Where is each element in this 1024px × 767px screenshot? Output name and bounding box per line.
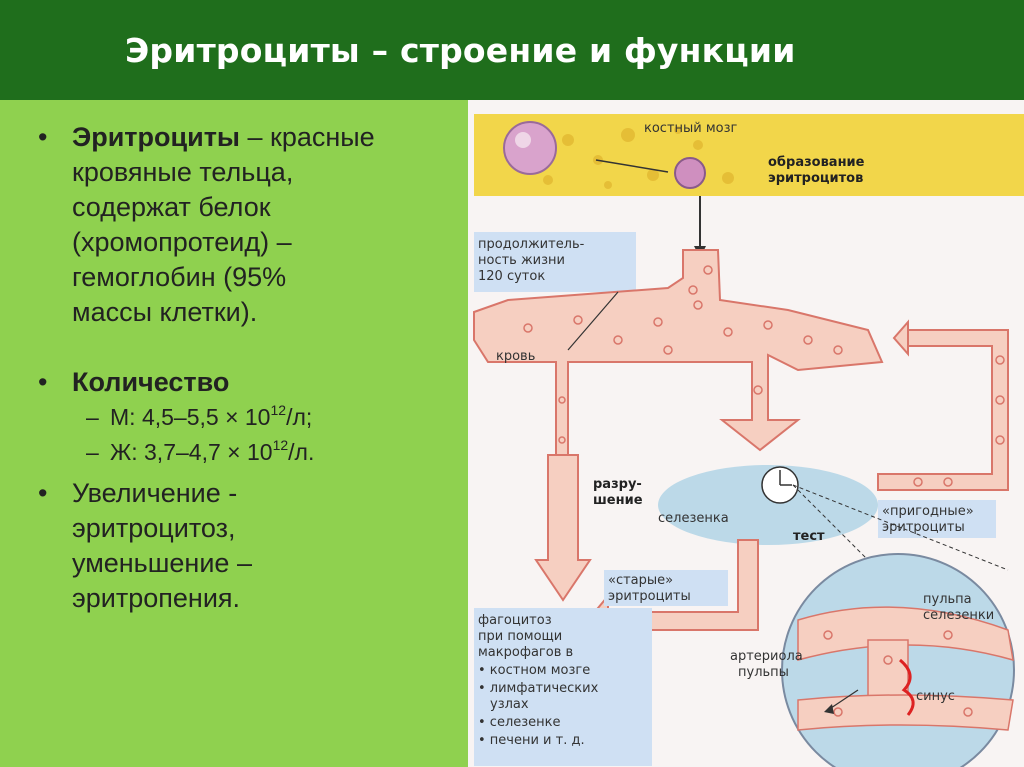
label-formation-2: эритроцитов — [768, 171, 863, 186]
label-pulp-2: селезенки — [923, 608, 994, 623]
bullet-dot-icon: • — [38, 367, 48, 397]
bullet-dot-icon: • — [38, 478, 48, 508]
phagocytosis-box — [474, 608, 652, 766]
svg-text:• печени и т. д.: • печени и т. д. — [478, 733, 585, 748]
bullet-text: содержат белок — [72, 192, 271, 222]
bullet-text: кровяные тельца, — [72, 157, 294, 187]
bullet-increase: • Увеличение - эритроцитоз, уменьшение –… — [38, 476, 458, 616]
svg-text:эритроциты: эритроциты — [882, 520, 965, 535]
dash-icon: – — [86, 439, 99, 465]
text-panel: • Эритроциты – красные кровяные тельца, … — [0, 100, 468, 767]
old-label-box — [604, 570, 728, 606]
svg-text:макрофагов в: макрофагов в — [478, 645, 573, 660]
bullet-dot-icon: • — [38, 122, 48, 152]
svg-text:• лимфатических: • лимфатических — [478, 681, 599, 696]
stem-cell-icon — [503, 121, 557, 175]
diagram-svg: костный мозг образование эритроцитов про… — [473, 114, 1024, 767]
svg-text:• селезенке: • селезенке — [478, 715, 561, 730]
label-sinus: синус — [916, 689, 955, 704]
spleen-shape — [658, 465, 878, 545]
svg-text:при помощи: при помощи — [478, 629, 562, 644]
bullet-text: уменьшение – — [72, 548, 252, 578]
label-destruction-1: разру- — [593, 477, 642, 492]
bullet-text: гемоглобин (95% — [72, 262, 287, 292]
label-formation-1: образование — [768, 155, 865, 170]
bullet-text: эритроцитоз, — [72, 513, 236, 543]
label-arteriole-2: пульпы — [738, 665, 789, 680]
bullet-text: массы клетки). — [72, 297, 258, 327]
marrow-texture — [543, 126, 734, 189]
sub-bullet-female: – Ж: 3,7–4,7 × 1012/л. — [38, 435, 458, 470]
sub-bullet-male: – М: 4,5–5,5 × 1012/л; — [38, 400, 458, 435]
term-erythrocytes: Эритроциты — [72, 122, 240, 152]
vessel-cells — [523, 265, 843, 444]
bone-marrow-band — [474, 114, 1024, 196]
label-destruction-2: шение — [593, 493, 643, 508]
svg-text:• костном мозге: • костном мозге — [478, 663, 590, 678]
label-bone-marrow: костный мозг — [644, 121, 738, 136]
svg-text:узлах: узлах — [490, 697, 529, 712]
svg-text:«пригодные»: «пригодные» — [882, 504, 974, 519]
bullet-text: – красные — [240, 122, 375, 152]
return-arrow-icon — [892, 319, 909, 357]
bullet-text: Увеличение - — [72, 478, 238, 508]
svg-text:«старые»: «старые» — [608, 573, 673, 588]
svg-text:120 суток: 120 суток — [478, 269, 545, 284]
label-pulp-1: пульпа — [923, 592, 972, 607]
bullet-text: эритропения. — [72, 583, 241, 613]
blood-vessel — [473, 249, 884, 481]
erythrocyte-cell-icon — [674, 157, 706, 189]
suitable-label-box — [878, 500, 996, 538]
spleen-inset — [781, 553, 1015, 767]
svg-text:фагоцитоз: фагоцитоз — [478, 613, 552, 628]
svg-text:эритроциты: эритроциты — [608, 589, 691, 604]
dash-icon: – — [86, 404, 99, 430]
label-arteriole-1: артериола — [730, 649, 803, 664]
label-test: тест — [793, 529, 825, 544]
page-title: Эритроциты – строение и функции — [125, 30, 796, 70]
erythrocyte-lifecycle-diagram: костный мозг образование эритроцитов про… — [468, 100, 1024, 767]
svg-text:продолжитель-: продолжитель- — [478, 237, 585, 252]
label-blood: кровь — [496, 349, 535, 364]
lifespan-label-box — [474, 232, 636, 292]
term-quantity: Количество — [72, 367, 230, 397]
label-spleen: селезенка — [658, 511, 729, 526]
bullet-quantity: • Количество — [38, 365, 458, 400]
bullet-erythrocytes: • Эритроциты – красные кровяные тельца, … — [38, 120, 458, 330]
title-bar: Эритроциты – строение и функции — [0, 0, 1024, 100]
return-vessel — [877, 329, 1009, 491]
bullet-text: (хромопротеид) – — [72, 227, 292, 257]
destruction-vessel — [534, 454, 592, 602]
bullet-list: • Эритроциты – красные кровяные тельца, … — [38, 120, 458, 616]
svg-text:ность жизни: ность жизни — [478, 253, 565, 268]
